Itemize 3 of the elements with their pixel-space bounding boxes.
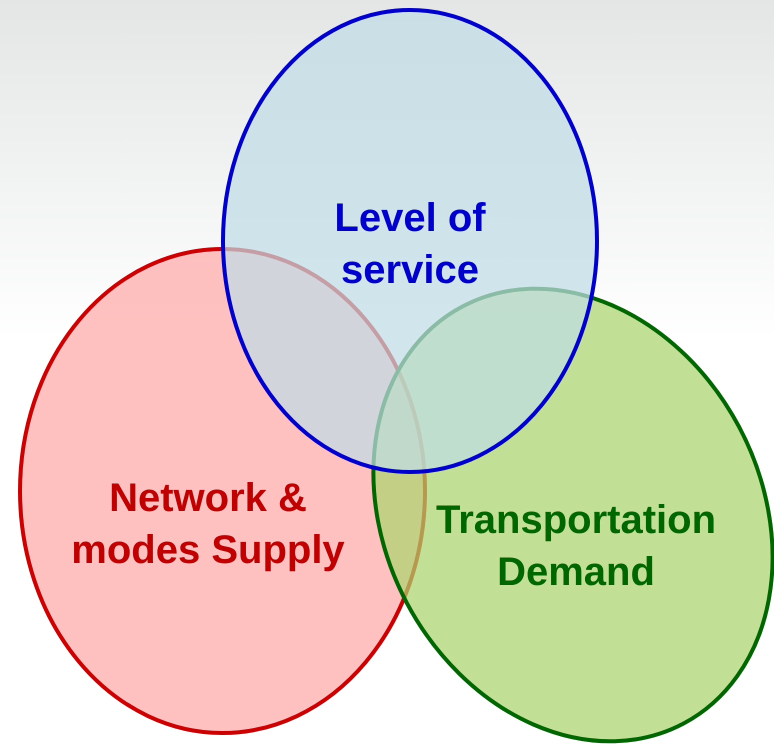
venn-label: Network & modes Supply <box>70 475 346 574</box>
venn-label: Transportation Demand <box>434 497 718 596</box>
venn-label: Level of service <box>333 195 487 294</box>
